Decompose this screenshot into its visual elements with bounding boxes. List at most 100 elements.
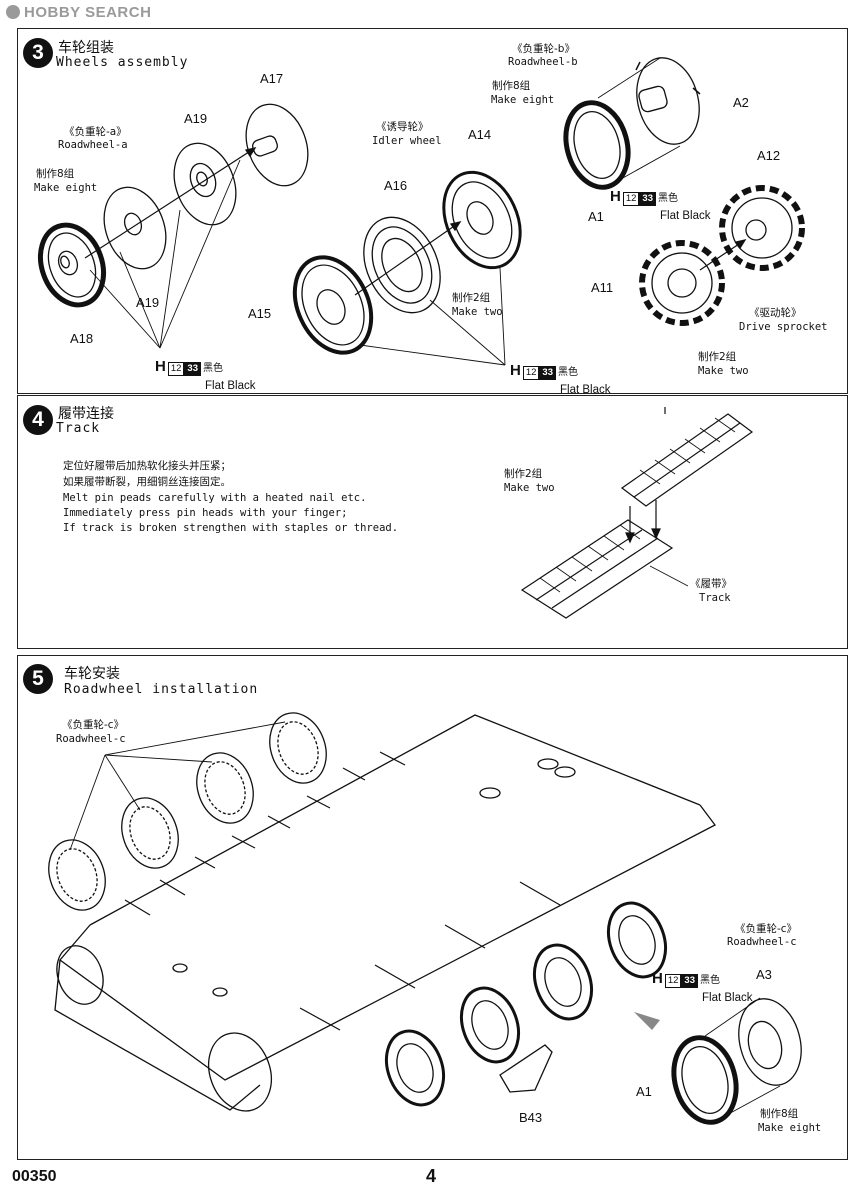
track-make-two-cn: 制作2组 [504, 468, 543, 480]
paint-name-cn: 黑色 [700, 975, 720, 986]
track-label-en: Track [699, 592, 731, 604]
roadwheel-c-label-cn: 《负重轮-c》 [62, 719, 125, 731]
part-a1-detail: A1 [636, 1084, 652, 1099]
roadwheels-right [384, 901, 668, 1107]
track-label-cn: 《履带》 [690, 578, 732, 590]
paint-name-en: Flat Black [205, 380, 256, 392]
paint-code: H [652, 970, 663, 987]
b43-plate [499, 1044, 553, 1093]
part-a19-bottom: A19 [136, 295, 160, 310]
paint-num1: 12 [664, 974, 682, 988]
track-strip-upper [620, 413, 754, 507]
part-a15: A15 [248, 306, 272, 321]
tank-hull [54, 714, 716, 1112]
roadwheel-b-label-cn: 《负重轮-b》 [512, 43, 575, 55]
a12-sprocket [719, 185, 805, 271]
track-make-two-en: Make two [504, 482, 555, 494]
a3-wheel-detail [738, 998, 802, 1086]
paint-name-en: Flat Black [660, 210, 711, 222]
roadwheel-a-label-en: Roadwheel-a [58, 139, 128, 151]
a18-wheel [38, 222, 106, 308]
idler-label-cn: 《诱导轮》 [376, 121, 429, 133]
catalog-number: 00350 [12, 1168, 57, 1185]
paint-code: H [610, 188, 621, 205]
idler-label-en: Idler wheel [372, 135, 442, 147]
watermark-text: HOBBY SEARCH [24, 4, 152, 21]
part-a11: A11 [591, 280, 614, 295]
roadwheel-a-label-cn: 《负重轮-a》 [64, 126, 127, 138]
step4-title-cn: 履带连接 [58, 406, 114, 422]
paint-name-en: Flat Black [702, 992, 753, 1004]
rwb-make-eight-cn: 制作8组 [492, 80, 531, 92]
make-eight-en: Make eight [34, 182, 98, 194]
paint-code: H [510, 362, 521, 379]
step5-number-badge: 5 [23, 664, 53, 694]
sprocket-label-en: Drive sprocket [739, 321, 828, 333]
a1-tyre-detail [671, 1035, 739, 1125]
make-eight-cn: 制作8组 [36, 168, 75, 180]
axles-lower [299, 881, 561, 1031]
part-a18: A18 [70, 331, 94, 346]
paint-num2: 33 [539, 366, 556, 380]
a15-wheel [292, 255, 374, 355]
globe-icon [6, 5, 20, 19]
paint-num2: 33 [639, 192, 656, 206]
a14-disc [442, 170, 522, 270]
part-a16: A16 [384, 178, 408, 193]
rwc-make-eight-en: Make eight [758, 1122, 822, 1134]
step3-number-badge: 3 [23, 38, 53, 68]
a19-disc-2 [173, 142, 237, 226]
track-strip-lower [520, 519, 674, 619]
step5-title-en: Roadwheel installation [64, 682, 259, 697]
sprocket-make-two-en: Make two [698, 365, 749, 377]
paint-num2: 33 [681, 974, 698, 988]
sprocket-make-two-cn: 制作2组 [698, 351, 737, 363]
paint-name-cn: 黑色 [558, 367, 578, 378]
paint-name-en: Flat Black [560, 384, 611, 396]
step4-number-badge: 4 [23, 405, 53, 435]
step4-panel [17, 395, 848, 649]
a19-disc-1 [103, 186, 167, 270]
hobby-search-watermark: HOBBY SEARCH [6, 4, 151, 21]
track-note-en-3: If track is broken strengthen with stapl… [63, 522, 399, 534]
step3-title-cn: 车轮组装 [58, 40, 114, 56]
paint-name-cn: 黑色 [203, 363, 223, 374]
roadwheel-c2-label-cn: 《负重轮-c》 [735, 923, 798, 935]
rwc-make-eight-cn: 制作8组 [760, 1108, 799, 1120]
idler-make-two-en: Make two [452, 306, 503, 318]
paint-code: H [155, 358, 166, 375]
part-a19-top: A19 [184, 111, 208, 126]
a16-disc [363, 216, 441, 314]
track-note-cn-1: 定位好履带后加热软化接头并压紧； [63, 460, 231, 472]
a11-sprocket [639, 240, 725, 326]
paint-num2: 33 [184, 362, 201, 376]
idler-make-two-cn: 制作2组 [452, 292, 491, 304]
roadwheel-b-label-en: Roadwheel-b [508, 56, 578, 68]
part-a3: A3 [756, 967, 772, 982]
axles-upper [124, 751, 406, 916]
part-b43: B43 [519, 1110, 543, 1125]
step4-title-en: Track [56, 421, 101, 436]
part-a12: A12 [757, 148, 781, 163]
part-a14: A14 [468, 127, 492, 142]
roadwheel-c2-label-en: Roadwheel-c [727, 936, 797, 948]
track-note-cn-2: 如果履带断裂，用细铜丝连接固定。 [63, 476, 231, 488]
step5-title-cn: 车轮安装 [64, 666, 120, 682]
a2-hub [636, 57, 700, 145]
paint-name-cn: 黑色 [658, 193, 678, 204]
page-number: 4 [426, 1166, 437, 1186]
track-note-en-1: Melt pin peads carefully with a heated n… [63, 492, 367, 504]
track-note-en-2: Immediately press pin heads with your fi… [63, 507, 348, 519]
step3-title-en: Wheels assembly [56, 55, 189, 70]
part-a17: A17 [260, 71, 284, 86]
roadwheel-c-label-en: Roadwheel-c [56, 733, 126, 745]
rwb-make-eight-en: Make eight [491, 94, 555, 106]
part-a1: A1 [588, 209, 604, 224]
